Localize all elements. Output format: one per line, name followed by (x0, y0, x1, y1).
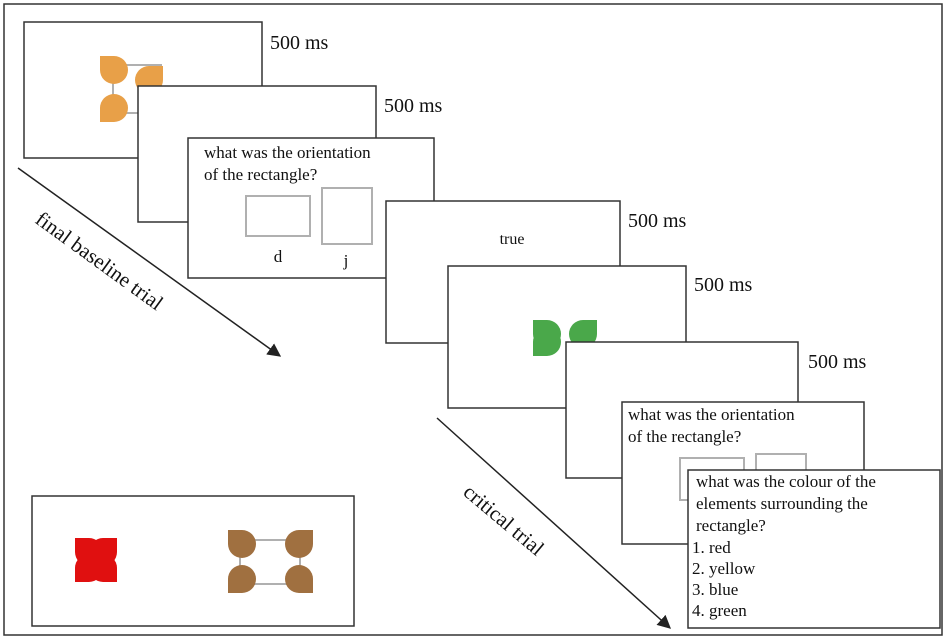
example-inducer-panel (31, 495, 355, 627)
answer-option: 2. yellow (692, 559, 756, 578)
answer-option: 1. red (692, 538, 731, 557)
timing-label: 500 ms (808, 351, 867, 373)
timing-label: 500 ms (628, 210, 687, 232)
baseline-arrow (17, 167, 282, 357)
illusory-rectangle (239, 539, 301, 585)
question-line: what was the colour of the (696, 472, 876, 491)
answer-option: 3. blue (692, 580, 738, 599)
question-line: of the rectangle? (628, 427, 741, 446)
timing-label: 500 ms (384, 95, 443, 117)
timing-label: 500 ms (270, 32, 329, 54)
feedback-text: true (500, 231, 525, 248)
key-label: j (343, 251, 349, 270)
timing-label: 500 ms (694, 274, 753, 296)
question-line: elements surrounding the (696, 494, 868, 513)
question-line: what was the orientation (628, 405, 795, 424)
critical-arrow (436, 417, 672, 629)
question-line: of the rectangle? (204, 165, 317, 184)
question-line: what was the orientation (204, 143, 371, 162)
question-line: rectangle? (696, 516, 766, 535)
key-label: d (274, 247, 283, 266)
answer-option: 4. green (692, 601, 747, 620)
pacman-red-set (75, 538, 117, 582)
landscape-rect-option (245, 195, 311, 237)
portrait-rect-option (321, 187, 373, 245)
screen-colour-question: what was the colour of the elements surr… (687, 469, 941, 629)
